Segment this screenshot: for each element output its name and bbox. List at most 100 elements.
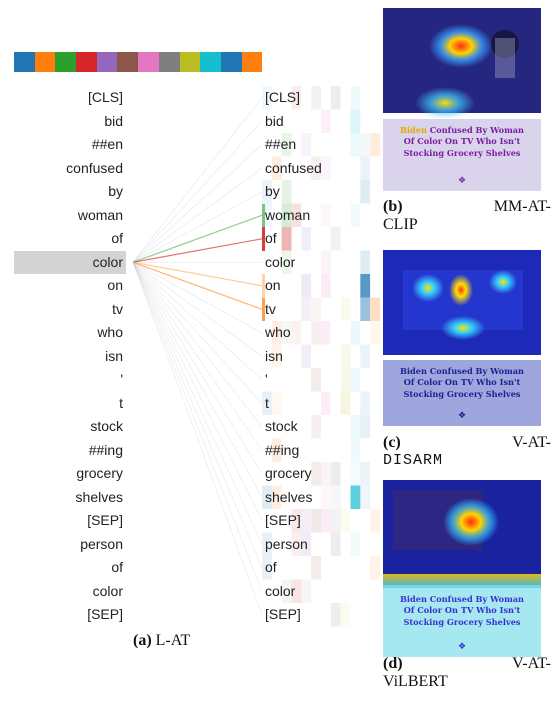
left-token[interactable]: by [108, 183, 123, 199]
right-token-label: woman [265, 206, 311, 223]
attention-highlight [262, 227, 265, 251]
right-token-label: who [265, 324, 291, 340]
head-color-palette[interactable] [14, 52, 263, 72]
right-token[interactable]: ##en [262, 133, 380, 157]
palette-swatch[interactable] [138, 52, 159, 72]
right-token-label: color [265, 253, 296, 270]
attention-line [132, 262, 263, 427]
left-token[interactable]: t [119, 394, 123, 411]
palette-swatch[interactable] [179, 52, 201, 72]
left-token[interactable]: color [14, 250, 126, 274]
attention-line [132, 214, 263, 263]
right-token[interactable]: confused [262, 157, 380, 181]
right-token[interactable]: by [262, 180, 380, 204]
attention-line [132, 262, 263, 334]
right-token[interactable]: of [262, 556, 380, 580]
right-token-label: shelves [265, 488, 313, 505]
left-token[interactable]: confused [66, 159, 123, 176]
right-token[interactable]: grocery [262, 462, 380, 486]
right-token-label: person [265, 535, 308, 552]
left-token[interactable]: on [107, 277, 123, 293]
left-token[interactable]: ' [120, 371, 123, 387]
palette-swatch[interactable] [34, 52, 56, 72]
palette-swatch[interactable] [76, 52, 97, 72]
palette-swatch[interactable] [241, 52, 263, 72]
left-token[interactable]: grocery [76, 465, 123, 481]
left-token[interactable]: of [111, 230, 123, 246]
right-token-label: bid [265, 112, 284, 129]
left-token[interactable]: bid [104, 112, 123, 129]
attention-line [132, 262, 263, 404]
left-token[interactable]: [SEP] [87, 512, 123, 528]
right-token[interactable]: ##ing [262, 439, 380, 463]
right-token[interactable]: shelves [262, 486, 380, 510]
right-token[interactable]: tv [262, 297, 380, 321]
left-token[interactable]: shelves [75, 488, 123, 505]
right-token-label: [SEP] [265, 512, 301, 528]
brand-logo-icon: ❖ [457, 175, 467, 185]
right-token-label: ' [265, 371, 268, 387]
attention-line [132, 262, 263, 592]
left-token[interactable]: woman [77, 206, 123, 223]
palette-swatch[interactable] [220, 52, 242, 72]
right-token[interactable]: color [262, 580, 380, 604]
left-token[interactable]: color [92, 582, 123, 599]
right-token-label: ##en [265, 136, 297, 152]
attention-line [132, 262, 263, 451]
palette-swatch[interactable] [55, 52, 77, 72]
heatmap-overlay [383, 480, 541, 588]
right-token[interactable]: [SEP] [262, 603, 380, 627]
left-token[interactable]: [SEP] [87, 606, 123, 622]
right-token[interactable]: on [262, 274, 380, 298]
palette-swatch[interactable] [200, 52, 221, 72]
heatmap-overlay [383, 8, 541, 119]
brand-logo-icon: ❖ [457, 410, 467, 420]
attention-line [132, 262, 263, 381]
attention-line [132, 144, 263, 263]
left-token[interactable]: who [97, 324, 123, 340]
attention-highlight [262, 203, 265, 227]
meme-heatmap-clip: Biden Confused By Woman Of Color On TV W… [383, 8, 541, 191]
right-token[interactable]: stock [262, 415, 380, 439]
left-token[interactable]: person [80, 535, 123, 552]
attention-line [132, 97, 263, 263]
left-token[interactable]: stock [90, 418, 123, 434]
palette-swatch[interactable] [158, 52, 180, 72]
left-token[interactable]: ##ing [88, 441, 123, 458]
right-token-label: [CLS] [265, 89, 301, 105]
left-token[interactable]: isn [105, 347, 123, 364]
caption-d: (d)V-AT- ViLBERT [383, 655, 551, 690]
palette-swatch[interactable] [14, 52, 35, 72]
right-token[interactable]: person [262, 533, 380, 557]
palette-swatch[interactable] [117, 52, 139, 72]
caption-c: (c)V-AT- DISARM [383, 434, 551, 469]
right-token[interactable]: [CLS] [262, 86, 380, 110]
attention-line [132, 262, 263, 615]
left-token[interactable]: tv [112, 300, 123, 317]
palette-swatch[interactable] [96, 52, 118, 72]
right-token[interactable]: who [262, 321, 380, 345]
left-token[interactable]: ##en [91, 136, 123, 152]
right-token[interactable]: bid [262, 110, 380, 134]
right-token-label: of [265, 559, 277, 575]
right-token-label: ##ing [265, 441, 300, 458]
right-token[interactable]: isn [262, 345, 380, 369]
right-token[interactable]: t [262, 392, 380, 416]
meme-heatmap-disarm: Biden Confused By Woman Of Color On TV W… [383, 250, 541, 426]
attention-line [132, 261, 263, 310]
attention-line [132, 262, 263, 545]
left-token[interactable]: of [111, 559, 123, 575]
right-token[interactable]: [SEP] [262, 509, 380, 533]
right-token[interactable]: ' [262, 368, 380, 392]
right-token[interactable]: of [262, 227, 380, 251]
attention-line [132, 261, 263, 287]
right-token-label: stock [265, 418, 298, 434]
meme-caption-banner: Biden Confused By Woman Of Color On TV W… [383, 360, 541, 426]
attention-line [132, 262, 263, 474]
meme-caption-banner: Biden Confused By Woman Of Color On TV W… [383, 588, 541, 657]
caption-b: (b)MM-AT- CLIP [383, 198, 551, 233]
right-token[interactable]: color [262, 251, 380, 275]
meme-heatmap-vilbert: Biden Confused By Woman Of Color On TV W… [383, 480, 541, 657]
left-token[interactable]: [CLS] [87, 89, 123, 105]
right-token[interactable]: woman [262, 203, 380, 227]
